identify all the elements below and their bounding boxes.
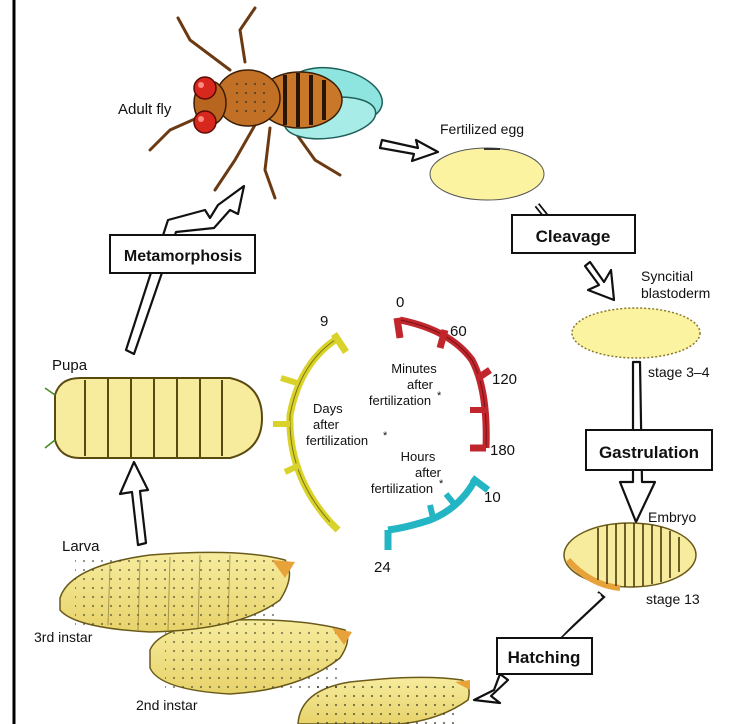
third-instar-larva-illustration (60, 552, 295, 632)
embryo-illustration (564, 523, 696, 588)
hours-label-line1: Hours (401, 449, 436, 464)
label-pupa: Pupa (52, 357, 88, 374)
label-stage-13: stage 13 (646, 591, 700, 607)
arrow-adult-to-egg (380, 140, 438, 161)
cleavage-box: Cleavage (512, 215, 635, 253)
days-tick-9: 9 (320, 313, 328, 330)
label-embryo: Embryo (648, 509, 696, 525)
label-fertilized-egg: Fertilized egg (440, 121, 524, 137)
label-gastrulation: Gastrulation (599, 443, 699, 462)
minutes-label-star: * (437, 390, 442, 402)
hours-label-star: * (439, 478, 444, 490)
arrow-larva-to-pupa (120, 462, 148, 545)
days-label-line1: Days (313, 401, 343, 416)
label-blastoderm: blastoderm (641, 285, 710, 301)
hours-tick-24: 24 (374, 559, 391, 576)
days-scale (273, 334, 346, 530)
label-larva: Larva (62, 538, 100, 555)
minutes-label-line3: fertilization (369, 393, 431, 408)
adult-fly-illustration (150, 8, 387, 198)
days-label-line3: fertilization (306, 433, 368, 448)
hours-label-line2: after (415, 465, 442, 480)
hours-tick-10: 10 (484, 489, 501, 506)
metamorphosis-box: Metamorphosis (110, 235, 255, 273)
label-2nd-instar: 2nd instar (136, 697, 198, 713)
minutes-tick-60: 60 (450, 323, 467, 340)
label-metamorphosis: Metamorphosis (124, 248, 242, 265)
label-hatching: Hatching (508, 648, 581, 667)
label-3rd-instar: 3rd instar (34, 629, 93, 645)
hatching-box: Hatching (497, 638, 592, 674)
gastrulation-box: Gastrulation (586, 430, 712, 470)
label-stage-3-4: stage 3–4 (648, 364, 710, 380)
hours-label-line3: fertilization (371, 481, 433, 496)
minutes-tick-120: 120 (492, 371, 517, 388)
minutes-tick-0: 0 (396, 294, 404, 311)
days-label-line2: after (313, 417, 340, 432)
minutes-label-line2: after (407, 377, 434, 392)
minutes-tick-180: 180 (490, 442, 515, 459)
days-label-star: * (383, 430, 388, 442)
pupa-illustration (45, 378, 262, 458)
label-adult-fly: Adult fly (118, 101, 172, 118)
egg-illustration (430, 148, 544, 200)
label-syncitial: Syncitial (641, 268, 693, 284)
label-cleavage: Cleavage (536, 227, 611, 246)
syncitial-egg-illustration (572, 308, 700, 358)
minutes-label-line1: Minutes (391, 361, 437, 376)
